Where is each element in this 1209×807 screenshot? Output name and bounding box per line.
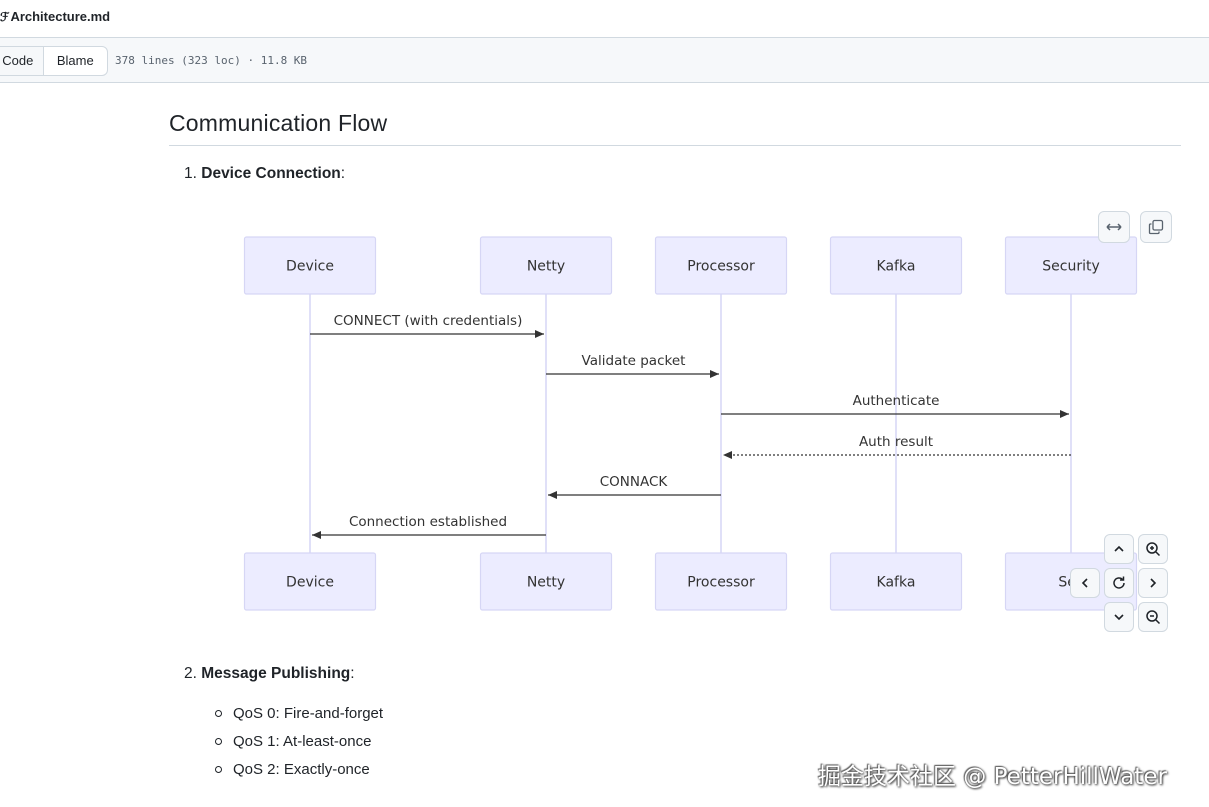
chevron-down-icon [1114,614,1124,621]
actor-label: Kafka [877,575,916,591]
reset-view-button[interactable] [1104,568,1134,598]
actor-bottom-device: Device [243,552,377,611]
list-item: QoS 0: Fire-and-forget [215,700,383,728]
expand-horizontal-icon [1106,223,1122,231]
message-1: CONNECT (with credentials) [310,313,544,338]
actor-bottom-netty: Netty [479,552,613,611]
zoom-in-button[interactable] [1138,534,1168,564]
chevron-left-icon [1081,578,1088,588]
file-icon: ℱ [0,10,10,24]
copy-icon [1148,219,1164,235]
reset-icon [1113,576,1125,589]
message-label: CONNACK [600,474,669,490]
message-2: Validate packet [546,353,719,378]
message-label: Auth result [859,434,933,450]
step-suffix: : [340,165,346,182]
file-header: ℱArchitecture.md [0,0,1209,38]
watermark: 掘金技术社区 @ PetterHillWater [818,764,1167,790]
actor-top-netty: Netty [479,236,613,295]
pan-left-button[interactable] [1070,568,1100,598]
actor-label: Device [286,575,334,591]
step-suffix: : [350,665,355,682]
qos-list: QoS 0: Fire-and-forget QoS 1: At-least-o… [215,700,383,784]
zoom-in-icon [1146,542,1161,557]
actor-label: Netty [527,575,565,591]
chevron-up-icon [1114,545,1124,552]
actor-label: Security [1042,259,1100,275]
message-6: Connection established [312,514,546,539]
section-heading: Communication Flow [169,110,388,136]
message-label: Validate packet [582,353,686,369]
file-title: ℱArchitecture.md [0,9,110,24]
file-toolbar: Code Blame 378 lines (323 loc) · 11.8 KB [0,38,1209,83]
step-title: Message Publishing [201,665,351,682]
code-button[interactable]: Code [0,47,44,75]
message-label: Connection established [349,514,507,530]
message-5: CONNACK [548,474,721,499]
step-number: 2. [184,665,197,682]
actor-label: Processor [687,259,755,275]
message-label: Authenticate [853,393,940,409]
step-title: Device Connection [201,165,341,182]
pan-right-button[interactable] [1138,568,1168,598]
zoom-out-button[interactable] [1138,602,1168,632]
copy-button[interactable] [1140,211,1172,243]
file-name: Architecture.md [10,9,111,24]
chevron-right-icon [1150,578,1157,588]
message-4: Auth result [723,434,1071,459]
actor-bottom-processor: Processor [654,552,788,611]
heading-divider [169,145,1181,146]
list-item: QoS 2: Exactly-once [215,756,383,784]
view-toggle: Code Blame [0,46,108,76]
actor-top-processor: Processor [654,236,788,295]
pan-down-button[interactable] [1104,602,1134,632]
actor-label: Processor [687,575,755,591]
fullscreen-button[interactable] [1098,211,1130,243]
actor-label: Kafka [877,259,916,275]
file-meta: 378 lines (323 loc) · 11.8 KB [115,54,308,67]
actor-label: Device [286,259,334,275]
message-3: Authenticate [721,393,1069,418]
actor-top-security: Security [1004,236,1138,295]
step-message-publishing: 2. Message Publishing: [184,665,355,683]
zoom-out-icon [1146,610,1161,625]
actor-top-kafka: Kafka [829,236,963,295]
actor-label: Netty [527,259,565,275]
actor-bottom-kafka: Kafka [829,552,963,611]
step-number: 1. [184,165,197,182]
message-label: CONNECT (with credentials) [334,313,523,329]
actor-top-device: Device [243,236,377,295]
step-device-connection: 1. Device Connection: [184,165,345,183]
list-item: QoS 1: At-least-once [215,728,383,756]
pan-up-button[interactable] [1104,534,1134,564]
blame-button[interactable]: Blame [56,53,94,68]
